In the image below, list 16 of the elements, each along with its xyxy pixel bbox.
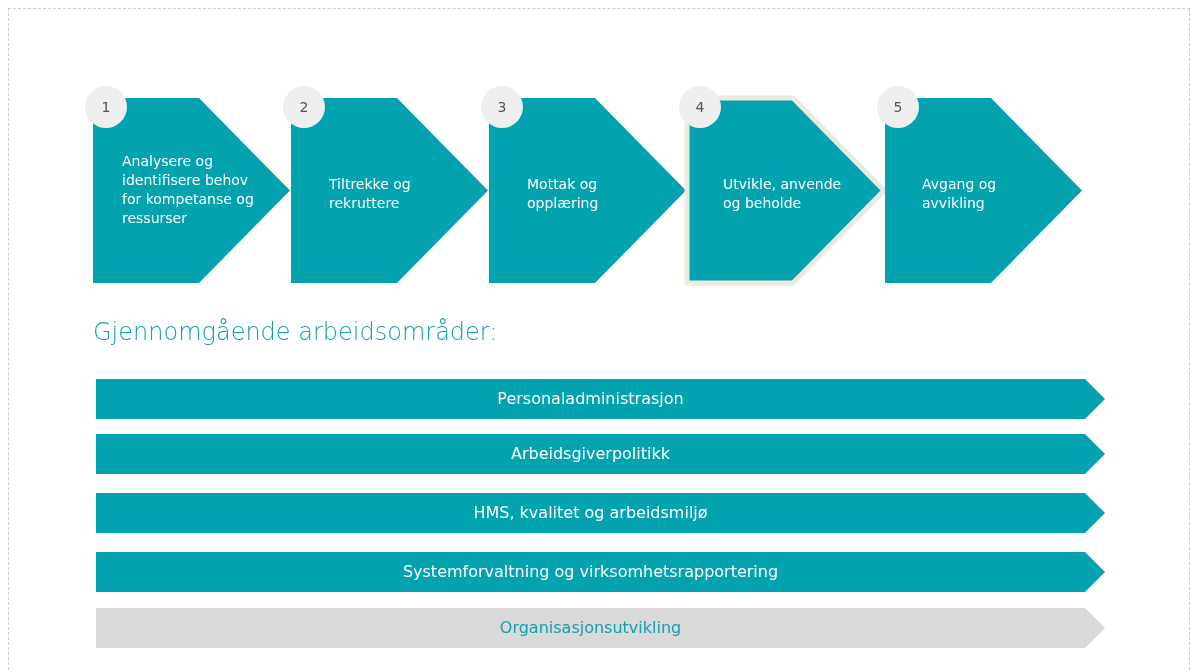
band-label: Organisasjonsutvikling — [498, 618, 683, 637]
step-number: 1 — [85, 86, 127, 128]
step-label: Utvikle, anvende og beholde — [723, 175, 843, 213]
band-label: Systemforvaltning og virksomhetsrapportering — [401, 562, 780, 581]
step-label: Mottak og opplæring — [527, 175, 600, 213]
band-label: Arbeidsgiverpolitikk — [509, 444, 671, 463]
step-number: 4 — [679, 86, 721, 128]
step-number: 5 — [877, 86, 919, 128]
step-label: Tiltrekke og rekruttere — [329, 175, 412, 213]
band-label: HMS, kvalitet og arbeidsmiljø — [472, 503, 709, 522]
step-number: 2 — [283, 86, 325, 128]
section-heading: Gjennomgående arbeidsområder: — [93, 318, 498, 346]
band-label: Personaladministrasjon — [496, 389, 685, 408]
step-label: Analysere og identifisere behov for kompetanse og ressurser — [122, 152, 255, 228]
step-label: Avgang og avvikling — [922, 175, 998, 213]
step-number: 3 — [481, 86, 523, 128]
